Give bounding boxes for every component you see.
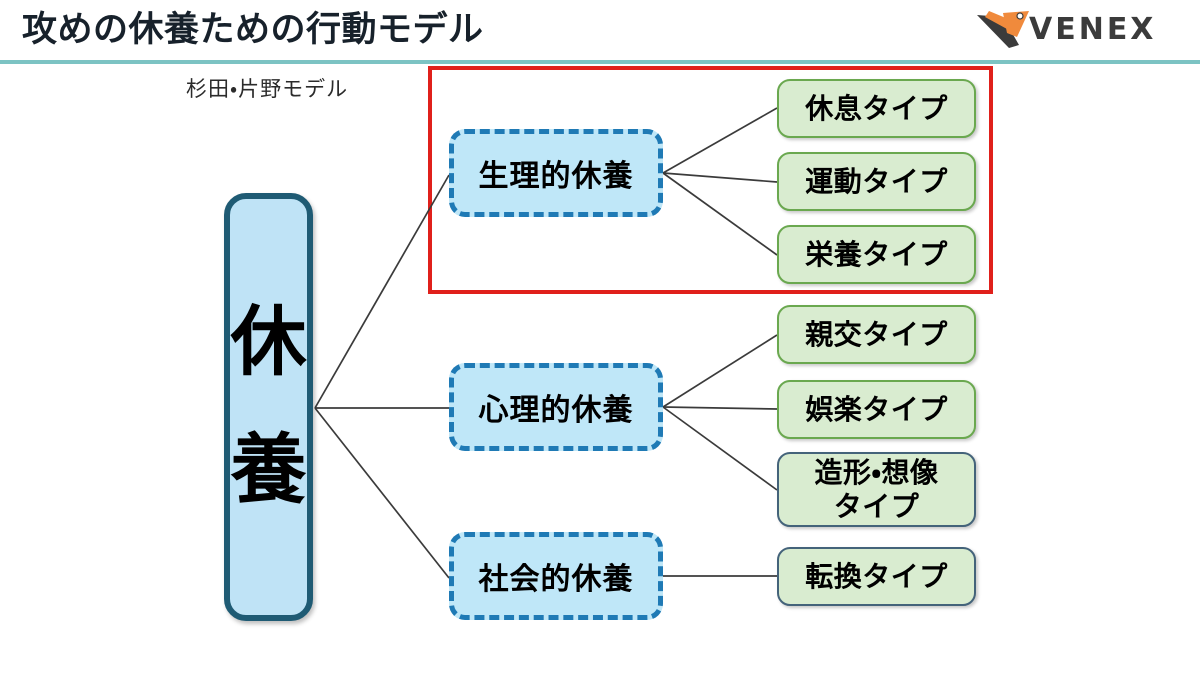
venex-logo: VENEX <box>973 7 1178 53</box>
edge-shinri-to-goraku <box>662 406 778 410</box>
leaf-5-line-2: タイプ <box>833 490 920 522</box>
slide-header: 攻めの休養ための行動モデル VENEX <box>0 0 1200 64</box>
diagram-source-caption: 杉田・片野モデル <box>186 78 349 101</box>
leaf-node-kyusoku-type[interactable]: 休息タイプ <box>777 79 976 138</box>
leaf-node-zoukei-souzou-type[interactable]: 造形・想像 タイプ <box>777 452 976 527</box>
leaf-node-shinkou-type[interactable]: 親交タイプ <box>777 305 976 364</box>
venex-wordmark: VENEX <box>1029 12 1157 47</box>
page-title: 攻めの休養ための行動モデル <box>22 10 484 49</box>
venex-logo-mark <box>977 11 1029 48</box>
leaf-node-eiyou-type[interactable]: 栄養タイプ <box>777 225 976 284</box>
root-char-2: 養 <box>230 428 307 513</box>
leaf-node-goraku-type[interactable]: 娯楽タイプ <box>777 380 976 439</box>
leaf-node-undou-type[interactable]: 運動タイプ <box>777 152 976 211</box>
leaf-node-tenkan-type[interactable]: 転換タイプ <box>777 547 976 606</box>
root-char-1: 休 <box>230 300 307 385</box>
diagram-root-node-kyuyou[interactable]: 休 養 <box>224 193 313 621</box>
branch-node-shakaiteki-kyuyou[interactable]: 社会的休養 <box>449 532 663 620</box>
header-divider-rule <box>0 60 1200 64</box>
edge-shinri-to-zoukei <box>662 406 778 491</box>
edge-root-to-shakai <box>314 407 450 579</box>
branch-node-shinriteki-kyuyou[interactable]: 心理的休養 <box>449 363 663 451</box>
edge-shinri-to-shinkou <box>662 334 778 408</box>
branch-node-seiriteki-kyuyou[interactable]: 生理的休養 <box>449 129 663 217</box>
leaf-5-line-1: 造形・想像 <box>814 457 939 489</box>
